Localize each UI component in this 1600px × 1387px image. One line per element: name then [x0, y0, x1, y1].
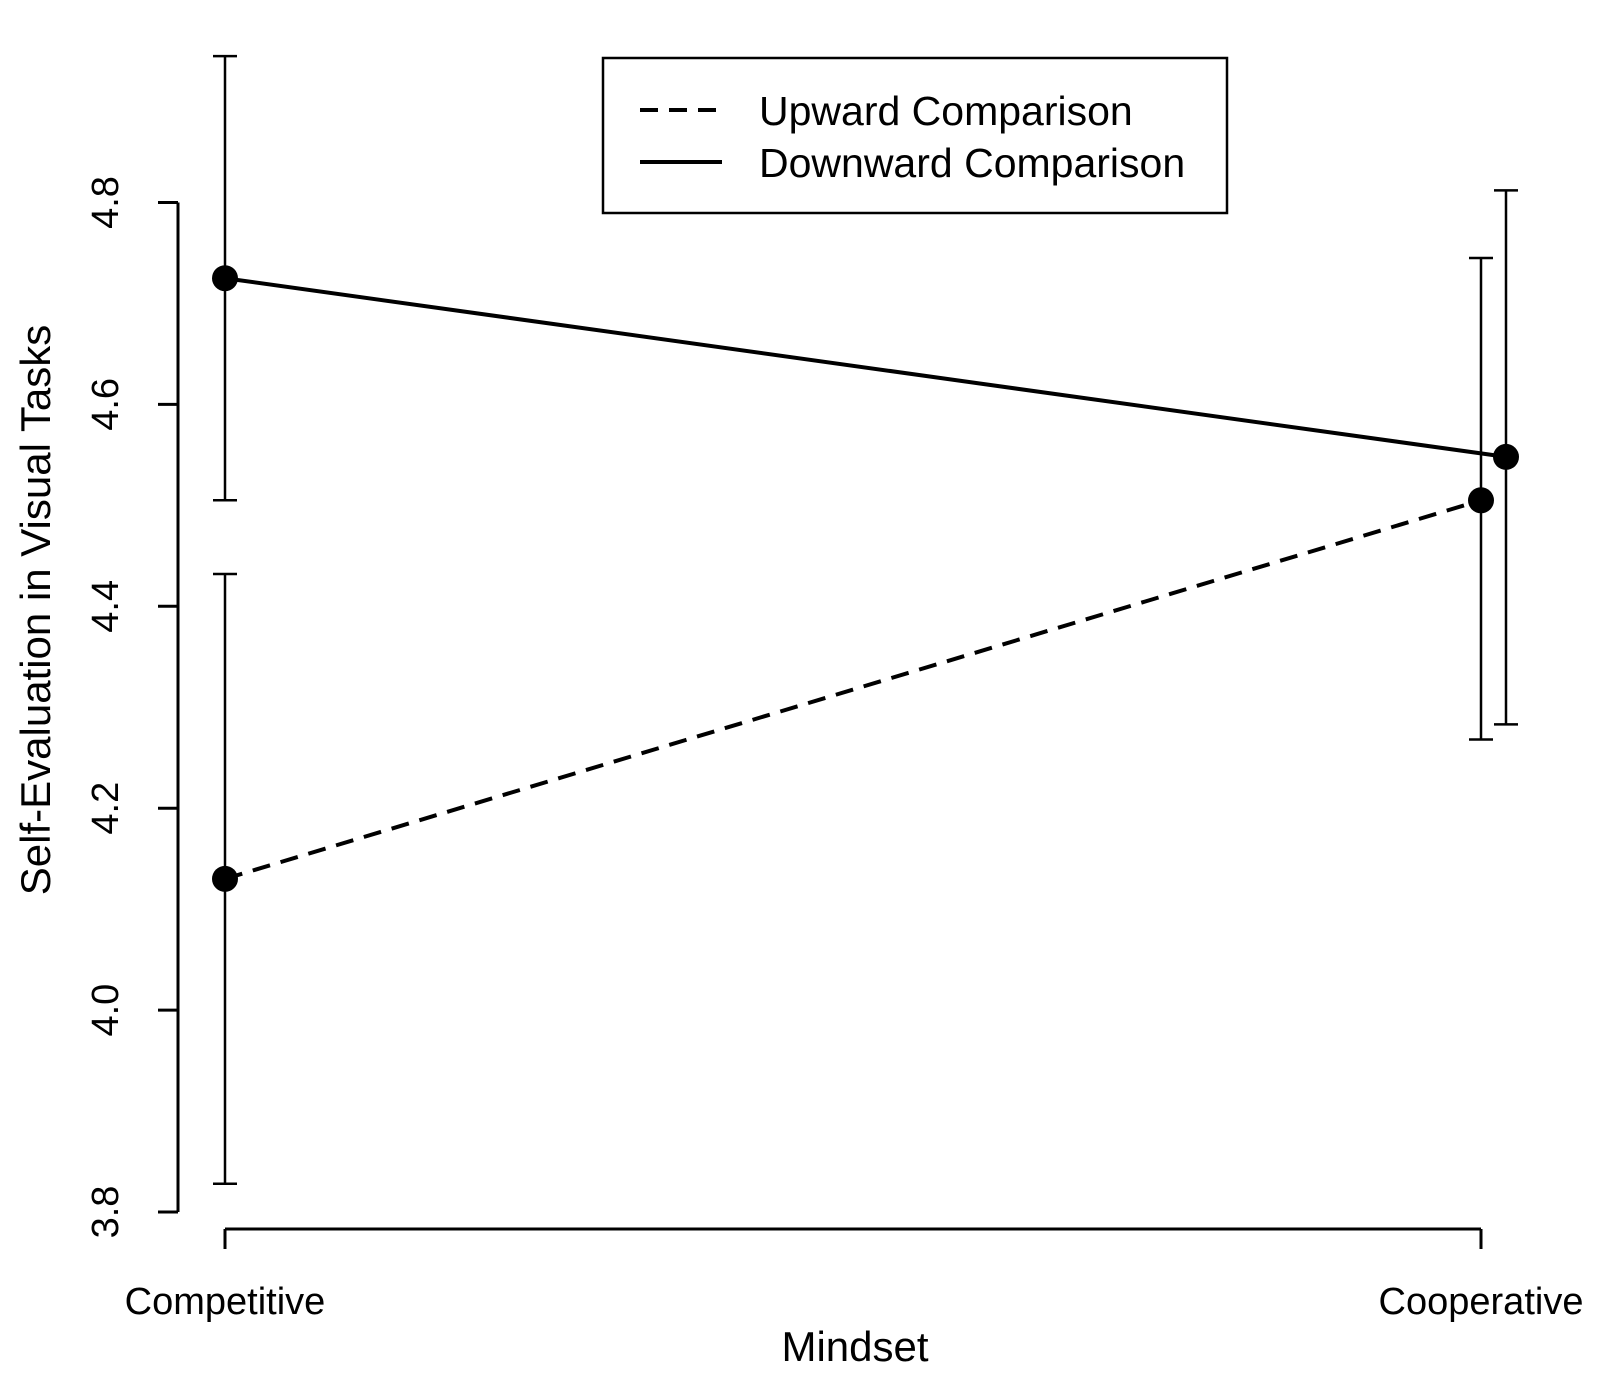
x-axis-title: Mindset — [781, 1323, 928, 1370]
y-axis: 3.8 4.0 4.2 4.4 4.6 4.8 — [85, 176, 180, 1239]
data-point-1-0 — [212, 265, 238, 292]
x-axis: Competitive Cooperative — [125, 1227, 1584, 1323]
series-layer — [212, 54, 1519, 1185]
y-tick-label-4: 4.6 — [85, 378, 127, 431]
legend-label-upward: Upward Comparison — [759, 88, 1133, 134]
legend: Upward Comparison Downward Comparison — [601, 56, 1229, 215]
data-point-1-1 — [1493, 443, 1519, 470]
series-line-1 — [224, 276, 1507, 459]
y-tick-label-5: 4.8 — [85, 176, 127, 229]
y-axis-title: Self-Evaluation in Visual Tasks — [12, 325, 59, 895]
x-tick-label-1: Cooperative — [1379, 1281, 1584, 1323]
data-point-0-0 — [212, 865, 238, 892]
y-tick-label-1: 4.0 — [85, 984, 127, 1037]
y-tick-label-3: 4.4 — [85, 580, 127, 633]
series-line-0 — [224, 498, 1482, 881]
data-point-0-1 — [1468, 487, 1494, 514]
series-1 — [212, 54, 1519, 726]
y-tick-label-0: 3.8 — [85, 1186, 127, 1239]
legend-box — [601, 56, 1229, 215]
x-tick-label-0: Competitive — [125, 1281, 326, 1323]
y-tick-label-2: 4.2 — [85, 782, 127, 835]
series-0 — [212, 256, 1494, 1185]
legend-label-downward: Downward Comparison — [759, 140, 1185, 186]
